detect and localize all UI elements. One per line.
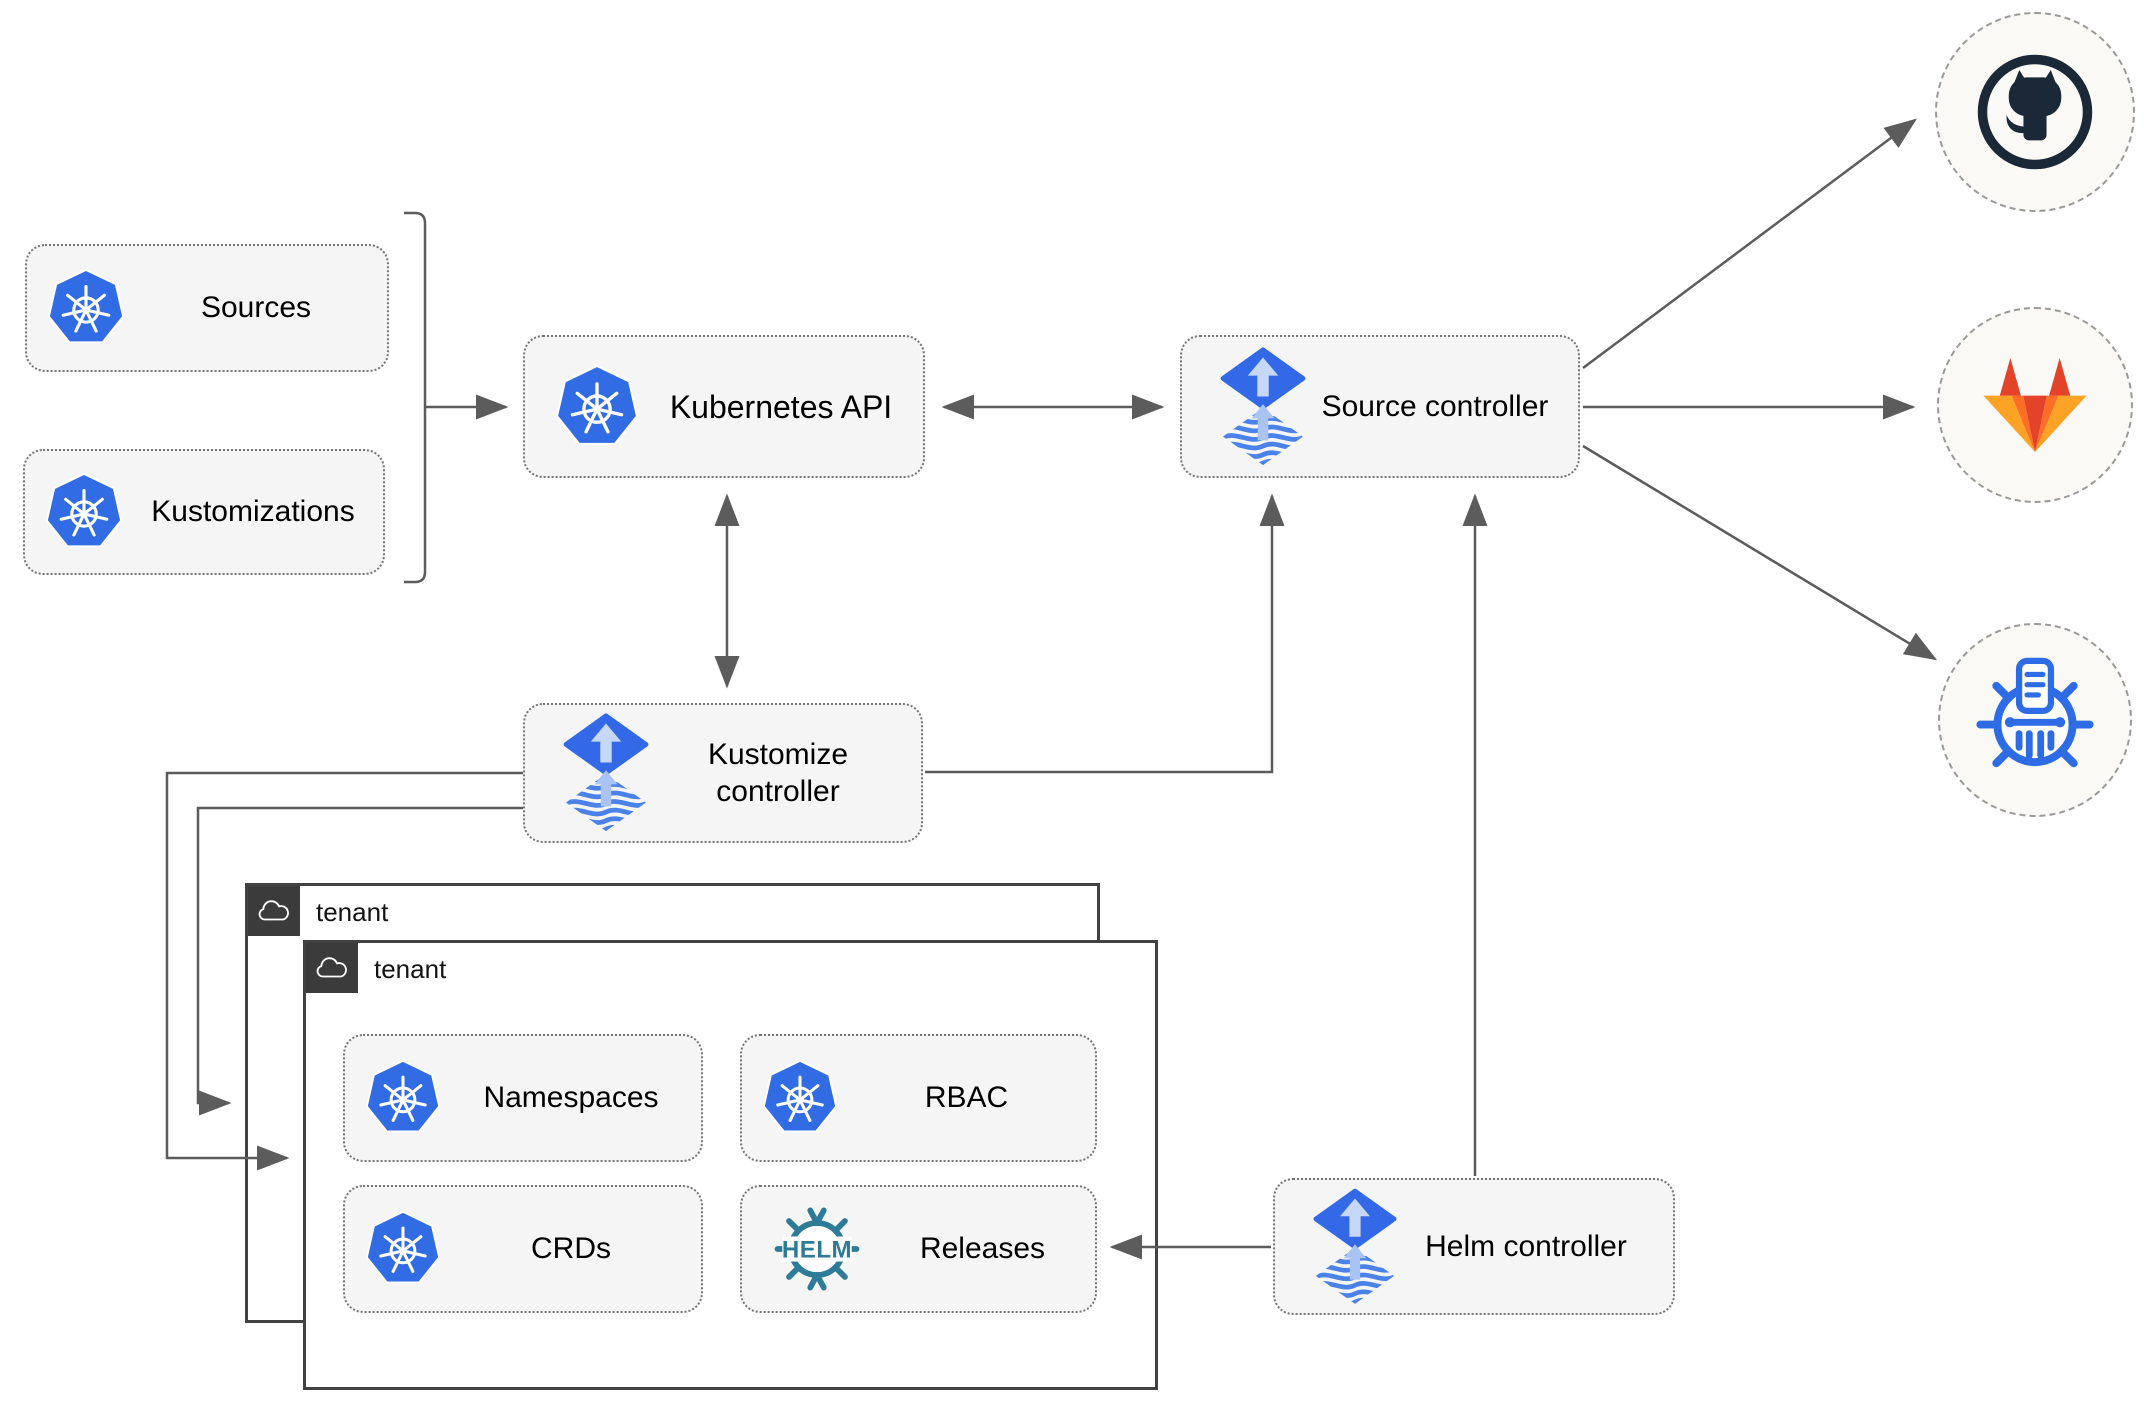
node-kustomizations: Kustomizations — [23, 449, 385, 575]
cloud-icon — [257, 898, 291, 924]
tenant-tab — [248, 886, 300, 936]
flux-icon — [1313, 1188, 1397, 1306]
node-label: Namespaces — [483, 1081, 659, 1115]
tenant-label: tenant — [374, 954, 447, 984]
kubernetes-icon — [762, 1060, 838, 1136]
edge-source-controller-to-container-registry — [1582, 444, 1938, 661]
cloud-icon — [315, 955, 349, 981]
node-kustomize-controller: Kustomize controller — [523, 703, 923, 843]
github-icon — [1977, 54, 2093, 170]
edge-kustomize-controller-to-source-controller — [925, 493, 1285, 774]
gitlab-icon — [1983, 358, 2087, 452]
node-label: Kustomizations — [151, 495, 355, 529]
node-source-controller: Source controller — [1180, 335, 1580, 478]
node-label: Kustomize controller — [707, 737, 849, 809]
node-label: Kubernetes API — [669, 388, 893, 425]
edge-bracket-sources-kustomizations — [404, 211, 427, 584]
node-label: CRDs — [531, 1232, 611, 1266]
endpoint-gitlab — [1937, 307, 2133, 503]
tenant-label: tenant — [316, 897, 389, 927]
node-kubernetes-api: Kubernetes API — [523, 335, 925, 478]
tenant-tab — [306, 943, 358, 993]
node-label: RBAC — [924, 1081, 1009, 1115]
node-sources: Sources — [25, 244, 389, 372]
kubernetes-icon — [555, 365, 639, 449]
node-label: Source controller — [1321, 389, 1549, 423]
endpoint-github — [1935, 12, 2135, 212]
flux-icon — [1220, 347, 1306, 467]
kubernetes-icon — [365, 1211, 441, 1287]
tenant-group-front: tenant — [303, 940, 1158, 1390]
kubernetes-icon — [365, 1060, 441, 1136]
container-registry-icon — [1976, 657, 2094, 768]
node-releases: HELM Releases — [740, 1185, 1097, 1313]
kubernetes-icon — [45, 473, 123, 551]
node-crds: CRDs — [343, 1185, 703, 1313]
node-helm-controller: Helm controller — [1273, 1178, 1675, 1315]
node-label: Helm controller — [1425, 1229, 1627, 1263]
helm-logo-text: HELM — [782, 1237, 852, 1264]
node-label: Releases — [919, 1232, 1046, 1266]
kubernetes-icon — [47, 269, 125, 347]
node-rbac: RBAC — [740, 1034, 1097, 1162]
node-label: Sources — [200, 291, 312, 325]
helm-icon: HELM — [774, 1207, 860, 1291]
edge-source-controller-to-github — [1582, 118, 1918, 370]
endpoint-container-registry — [1938, 623, 2132, 817]
flux-icon — [563, 713, 649, 833]
node-namespaces: Namespaces — [343, 1034, 703, 1162]
